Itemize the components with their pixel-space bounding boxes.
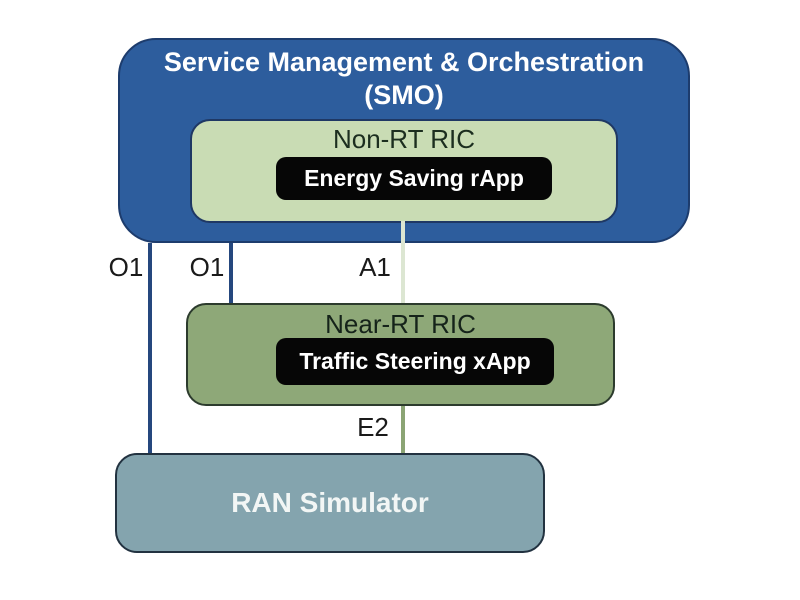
energy-saving-rapp-box: Energy Saving rApp [276,157,552,200]
non-rt-ric-title: Non-RT RIC [332,124,476,154]
ran-simulator-box: RAN Simulator [115,453,545,553]
o1-link-line-left [148,243,152,453]
near-rt-ric-box: Near-RT RIC Traffic Steering xApp [186,303,615,406]
e2-interface-label: E2 [357,412,389,442]
smo-box: Service Management & Orchestration (SMO)… [118,38,690,243]
o1-interface-label-left: O1 [108,252,144,282]
o1-link-line-right [229,243,233,304]
smo-title: Service Management & Orchestration (SMO) [120,40,688,112]
non-rt-ric-box: Non-RT RIC Energy Saving rApp [190,119,618,223]
traffic-steering-xapp-box: Traffic Steering xApp [276,338,554,385]
smo-title-line1: Service Management & Orchestration [163,47,645,77]
near-rt-ric-title: Near-RT RIC [325,309,476,339]
a1-link-line [401,221,405,304]
o1-interface-label-right: O1 [189,252,225,282]
a1-interface-label: A1 [359,252,391,282]
e2-link-line [401,405,405,454]
smo-title-line2: (SMO) [364,80,444,110]
ran-simulator-title: RAN Simulator [231,487,429,518]
